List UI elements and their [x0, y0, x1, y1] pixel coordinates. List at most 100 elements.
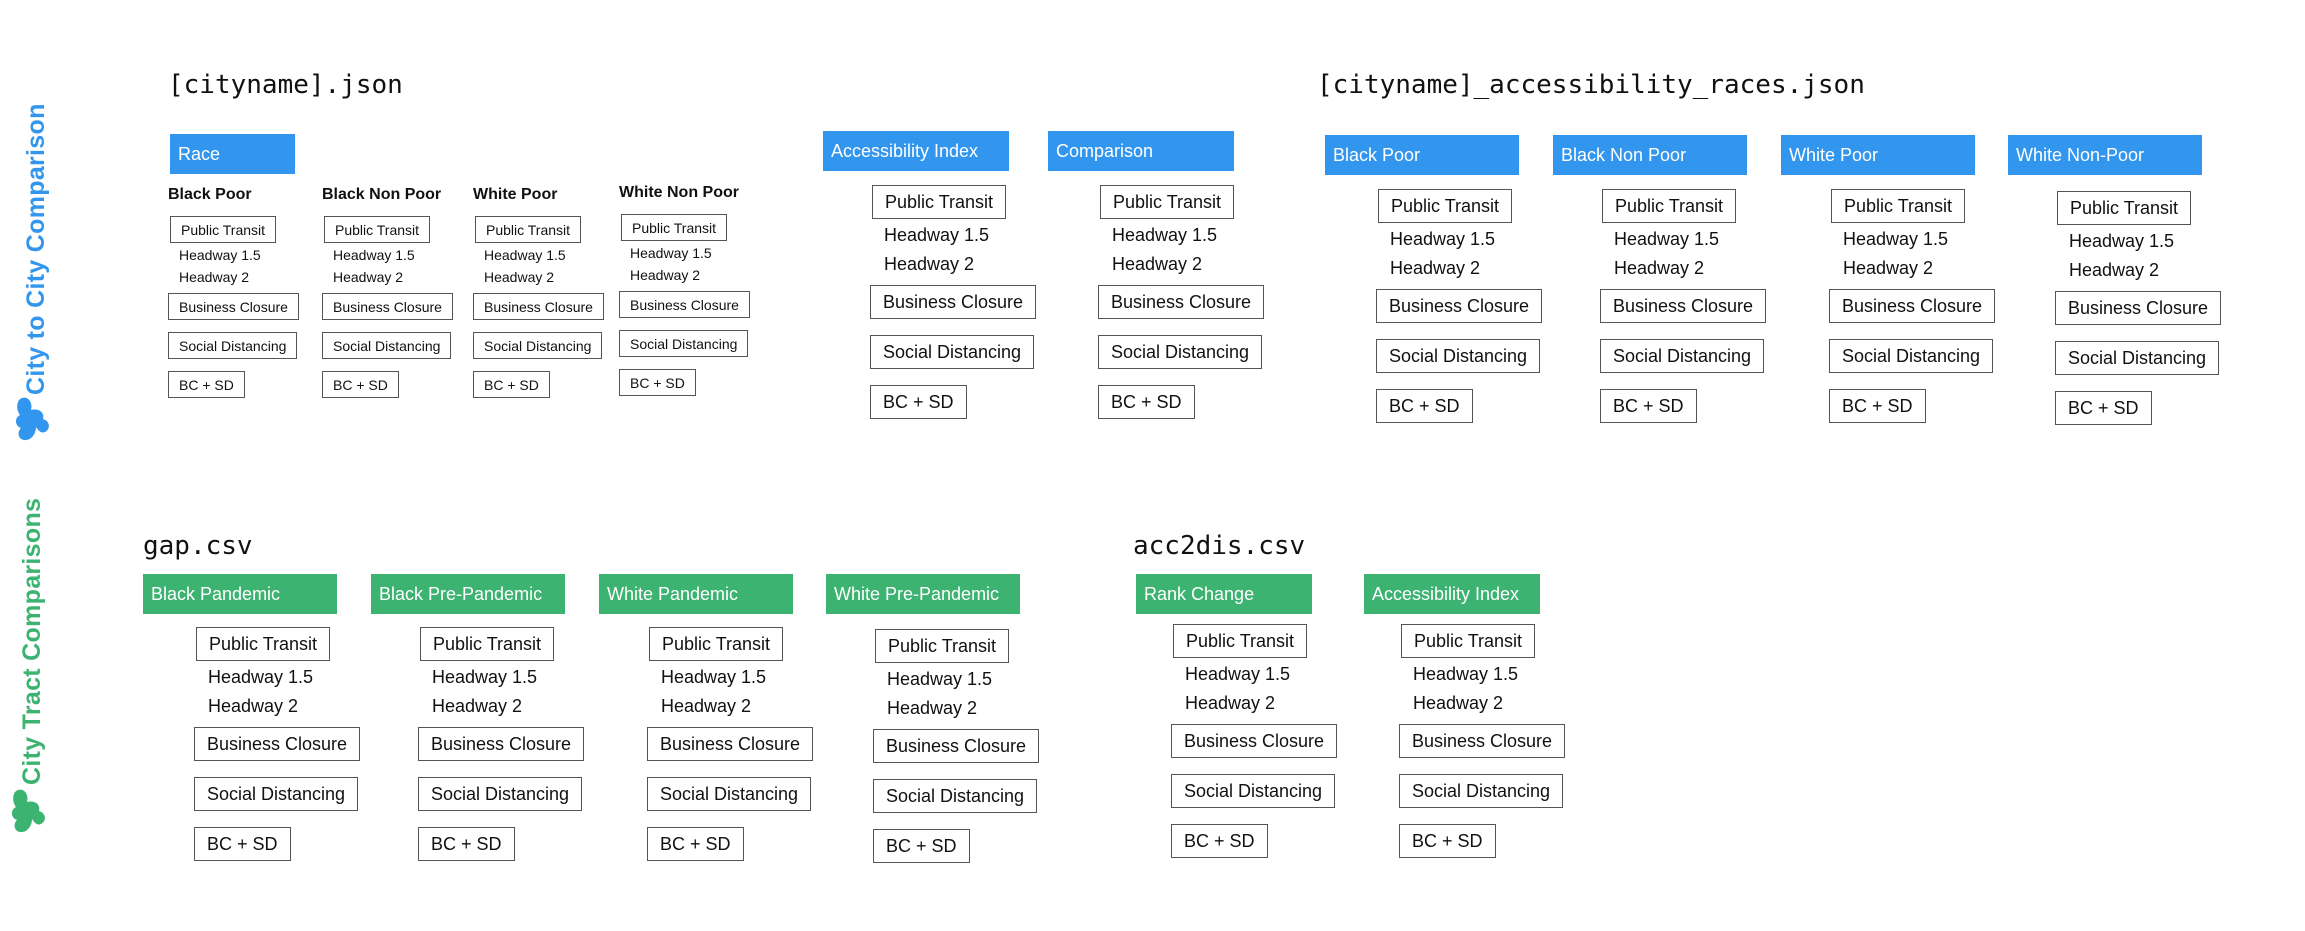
scenario-box-public-transit: Public Transit	[420, 627, 555, 661]
scenario-headway-2: Headway 2	[2069, 260, 2160, 280]
scenario-box-business-closure: Business Closure	[194, 727, 361, 761]
races-header-white-non-poor: White Non-Poor	[2008, 135, 2202, 175]
scenario-box-bc-sd: BC + SD	[1098, 385, 1195, 419]
scenario-box-social-distancing: Social Distancing	[194, 777, 359, 811]
gap-header-black-pandemic: Black Pandemic	[143, 574, 337, 614]
scenario-box-bc-sd: BC + SD	[1600, 389, 1697, 423]
scenario-box-bc-sd: BC + SD	[870, 385, 967, 419]
races-column-white-non-poor: Public Transit Headway 1.5 Headway 2 Bus…	[2055, 191, 2222, 425]
group-title: Black Non Poor	[322, 186, 442, 203]
gap-header-white-pandemic: White Pandemic	[599, 574, 793, 614]
scenario-box-public-transit: Public Transit	[170, 216, 277, 243]
scenario-box-business-closure: Business Closure	[647, 727, 814, 761]
file-title-cityname-json: [cityname].json	[168, 70, 403, 100]
scenario-headway-2: Headway 2	[1390, 258, 1481, 278]
scenario-box-business-closure: Business Closure	[1399, 724, 1566, 758]
scenario-headway-2: Headway 2	[1185, 693, 1276, 713]
group-title: White Non Poor	[619, 184, 739, 201]
scenario-box-public-transit: Public Transit	[872, 185, 1007, 219]
scenario-box-social-distancing: Social Distancing	[1376, 339, 1541, 373]
scenario-headway-1-5: Headway 1.5	[208, 667, 314, 687]
race-column-white-poor: White Poor Public Transit Headway 1.5 He…	[473, 186, 604, 398]
races-column-black-poor: Public Transit Headway 1.5 Headway 2 Bus…	[1376, 189, 1543, 423]
scenario-box-business-closure: Business Closure	[1600, 289, 1767, 323]
scenario-box-bc-sd: BC + SD	[473, 371, 550, 398]
scenario-headway-1-5: Headway 1.5	[630, 245, 712, 261]
scenario-box-business-closure: Business Closure	[1376, 289, 1543, 323]
scenario-box-social-distancing: Social Distancing	[473, 332, 603, 359]
comparison-column: Public Transit Headway 1.5 Headway 2 Bus…	[1098, 185, 1265, 419]
scenario-box-public-transit: Public Transit	[475, 216, 582, 243]
scenario-box-social-distancing: Social Distancing	[322, 332, 452, 359]
races-header-black-non-poor: Black Non Poor	[1553, 135, 1747, 175]
scenario-box-business-closure: Business Closure	[1171, 724, 1338, 758]
scenario-box-bc-sd: BC + SD	[168, 371, 245, 398]
scenario-box-public-transit: Public Transit	[324, 216, 431, 243]
scenario-box-business-closure: Business Closure	[619, 291, 750, 318]
scenario-headway-1-5: Headway 1.5	[1185, 664, 1291, 684]
scenario-headway-2: Headway 2	[208, 696, 299, 716]
scenario-box-business-closure: Business Closure	[1098, 285, 1265, 319]
scenario-box-bc-sd: BC + SD	[1829, 389, 1926, 423]
scenario-box-bc-sd: BC + SD	[619, 369, 696, 396]
race-column-black-poor: Black Poor Public Transit Headway 1.5 He…	[168, 186, 299, 398]
scenario-box-bc-sd: BC + SD	[1399, 824, 1496, 858]
scenario-headway-2: Headway 2	[432, 696, 523, 716]
scenario-box-business-closure: Business Closure	[473, 293, 604, 320]
scenario-headway-1-5: Headway 1.5	[333, 247, 415, 263]
scenario-headway-1-5: Headway 1.5	[484, 247, 566, 263]
scenario-box-bc-sd: BC + SD	[647, 827, 744, 861]
side-label-city-to-city: City to City Comparison	[22, 103, 50, 395]
scenario-headway-1-5: Headway 1.5	[1413, 664, 1519, 684]
scenario-box-business-closure: Business Closure	[1829, 289, 1996, 323]
race-header: Race	[170, 134, 295, 174]
scenario-box-business-closure: Business Closure	[168, 293, 299, 320]
scenario-box-social-distancing: Social Distancing	[1829, 339, 1994, 373]
scenario-headway-2: Headway 2	[884, 254, 975, 274]
races-header-white-poor: White Poor	[1781, 135, 1975, 175]
scenario-headway-1-5: Headway 1.5	[1390, 229, 1496, 249]
scenario-box-public-transit: Public Transit	[875, 629, 1010, 663]
scenario-headway-1-5: Headway 1.5	[887, 669, 993, 689]
scenario-box-public-transit: Public Transit	[1831, 189, 1966, 223]
race-column-black-non-poor: Black Non Poor Public Transit Headway 1.…	[322, 186, 453, 398]
scenario-headway-1-5: Headway 1.5	[884, 225, 990, 245]
scenario-box-bc-sd: BC + SD	[1171, 824, 1268, 858]
acc2dis-column-rank-change: Public Transit Headway 1.5 Headway 2 Bus…	[1171, 624, 1338, 858]
scenario-headway-1-5: Headway 1.5	[2069, 231, 2175, 251]
scenario-box-social-distancing: Social Distancing	[619, 330, 749, 357]
scenario-box-business-closure: Business Closure	[2055, 291, 2222, 325]
acc2dis-column-accessibility-index: Public Transit Headway 1.5 Headway 2 Bus…	[1399, 624, 1566, 858]
acc2dis-header-accessibility-index: Accessibility Index	[1364, 574, 1540, 614]
file-title-acc2dis-csv: acc2dis.csv	[1133, 531, 1306, 561]
gap-column-black-pre-pandemic: Public Transit Headway 1.5 Headway 2 Bus…	[418, 627, 585, 861]
blob-icon	[15, 397, 49, 441]
gap-header-black-pre-pandemic: Black Pre-Pandemic	[371, 574, 565, 614]
scenario-box-business-closure: Business Closure	[870, 285, 1037, 319]
side-label-city-tract: City Tract Comparisons	[18, 497, 46, 785]
scenario-box-social-distancing: Social Distancing	[418, 777, 583, 811]
scenario-box-public-transit: Public Transit	[196, 627, 331, 661]
comparison-header: Comparison	[1048, 131, 1234, 171]
scenario-box-public-transit: Public Transit	[1100, 185, 1235, 219]
races-column-white-poor: Public Transit Headway 1.5 Headway 2 Bus…	[1829, 189, 1996, 423]
accessibility-index-column: Public Transit Headway 1.5 Headway 2 Bus…	[870, 185, 1037, 419]
gap-column-white-pandemic: Public Transit Headway 1.5 Headway 2 Bus…	[647, 627, 814, 861]
scenario-headway-1-5: Headway 1.5	[1614, 229, 1720, 249]
acc2dis-header-rank-change: Rank Change	[1136, 574, 1312, 614]
scenario-box-social-distancing: Social Distancing	[1399, 774, 1564, 808]
scenario-box-social-distancing: Social Distancing	[873, 779, 1038, 813]
scenario-box-public-transit: Public Transit	[2057, 191, 2192, 225]
scenario-headway-2: Headway 2	[333, 269, 404, 285]
gap-column-white-pre-pandemic: Public Transit Headway 1.5 Headway 2 Bus…	[873, 629, 1040, 863]
scenario-box-bc-sd: BC + SD	[418, 827, 515, 861]
scenario-box-bc-sd: BC + SD	[194, 827, 291, 861]
scenario-box-public-transit: Public Transit	[1378, 189, 1513, 223]
scenario-box-social-distancing: Social Distancing	[647, 777, 812, 811]
races-column-black-non-poor: Public Transit Headway 1.5 Headway 2 Bus…	[1600, 189, 1767, 423]
scenario-box-public-transit: Public Transit	[649, 627, 784, 661]
gap-header-white-pre-pandemic: White Pre-Pandemic	[826, 574, 1020, 614]
scenario-box-public-transit: Public Transit	[1173, 624, 1308, 658]
scenario-box-bc-sd: BC + SD	[1376, 389, 1473, 423]
scenario-headway-2: Headway 2	[630, 267, 701, 283]
